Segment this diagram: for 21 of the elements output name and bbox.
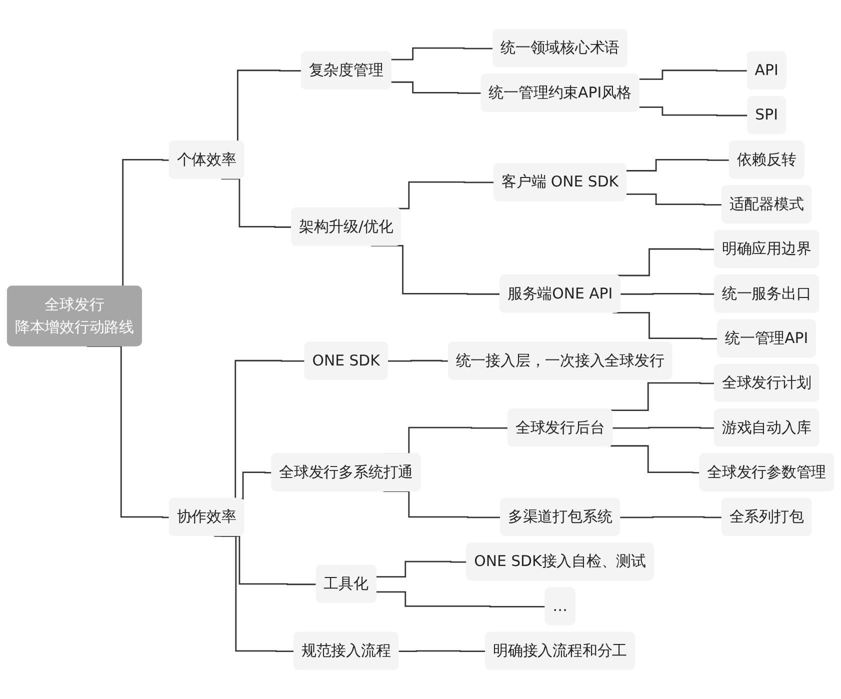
connector [610, 445, 700, 474]
connector [610, 382, 715, 411]
connector [626, 194, 722, 206]
connector [612, 312, 718, 340]
connector [391, 47, 494, 60]
connector [376, 560, 468, 578]
connector [639, 70, 748, 80]
connector [86, 346, 170, 518]
connector [391, 81, 482, 94]
connector [612, 426, 715, 429]
connector [376, 591, 546, 608]
connector [383, 490, 501, 518]
connector [639, 106, 748, 116]
connector [620, 516, 722, 518]
connector [371, 245, 500, 295]
connector [214, 535, 294, 652]
connector [398, 650, 486, 652]
connector [221, 178, 292, 228]
connector [626, 159, 730, 172]
connector [620, 292, 715, 295]
connector [388, 360, 449, 362]
